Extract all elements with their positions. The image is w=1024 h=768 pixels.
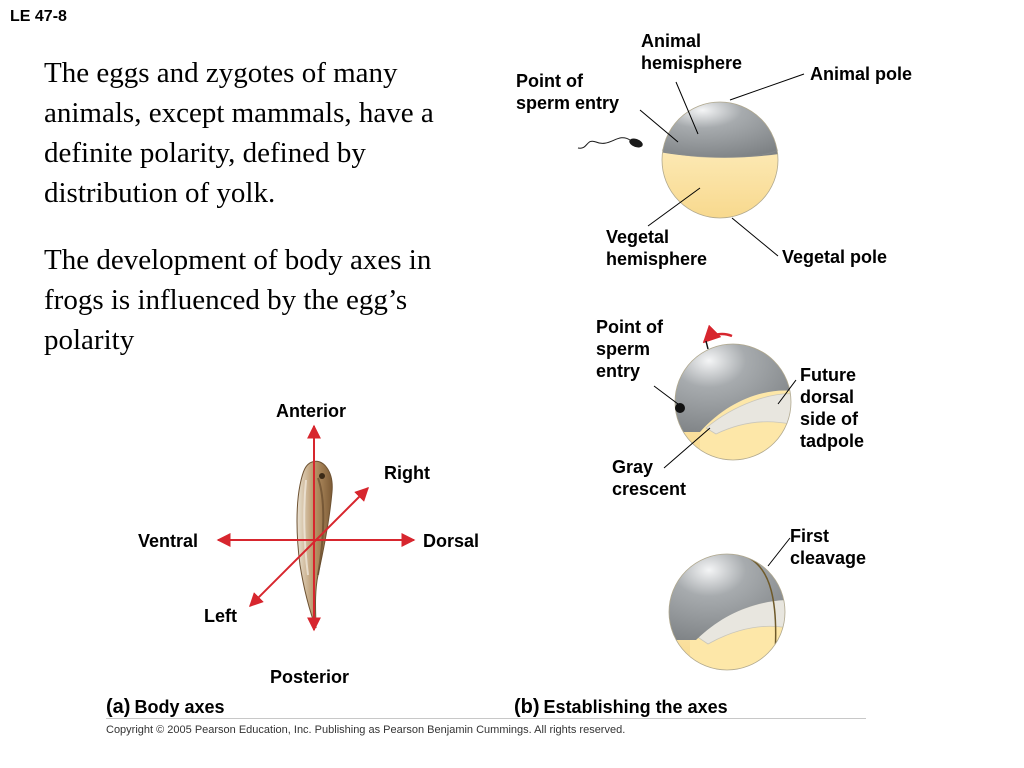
footer-divider	[106, 718, 866, 719]
first-cleavage-figure	[668, 537, 791, 671]
intro-paragraph: The eggs and zygotes of many animals, ex…	[44, 57, 434, 209]
sperm-icon	[577, 137, 643, 149]
label-animal-pole: Animal pole	[810, 64, 913, 84]
caption-a-letter: (a)	[106, 696, 131, 718]
caption-b: (b)Establishing the axes	[514, 696, 728, 719]
label-vegetal-pole: Vegetal pole	[782, 247, 888, 267]
label-first-cleavage: First cleavage	[790, 526, 867, 568]
label-right: Right	[384, 463, 430, 483]
copyright-notice: Copyright © 2005 Pearson Education, Inc.…	[106, 724, 626, 736]
label-gray-crescent: Gray crescent	[612, 457, 687, 499]
caption-b-text: Establishing the axes	[543, 697, 728, 717]
label-animal-hemisphere: Animal hemisphere	[641, 31, 743, 73]
caption-a-text: Body axes	[134, 697, 225, 717]
label-left: Left	[204, 606, 237, 626]
body-axes-figure	[216, 424, 416, 632]
label-dorsal: Dorsal	[423, 531, 480, 551]
axes-paragraph: The development of body axes in frogs is…	[44, 244, 432, 356]
label-sperm-entry-1: Point of sperm entry	[516, 71, 620, 113]
label-sperm-entry-2: Point of sperm entry	[596, 317, 663, 381]
label-anterior: Anterior	[276, 401, 347, 421]
caption-b-letter: (b)	[514, 696, 540, 718]
label-posterior: Posterior	[270, 667, 350, 687]
caption-a: (a)Body axes	[106, 696, 225, 719]
left-right-axis	[249, 487, 369, 607]
slide-id: LE 47-8	[10, 8, 67, 25]
label-ventral: Ventral	[138, 531, 199, 551]
label-vegetal-hemisphere: Vegetal hemisphere	[606, 227, 708, 269]
label-future-dorsal: Future dorsal side of tadpole	[800, 365, 865, 451]
